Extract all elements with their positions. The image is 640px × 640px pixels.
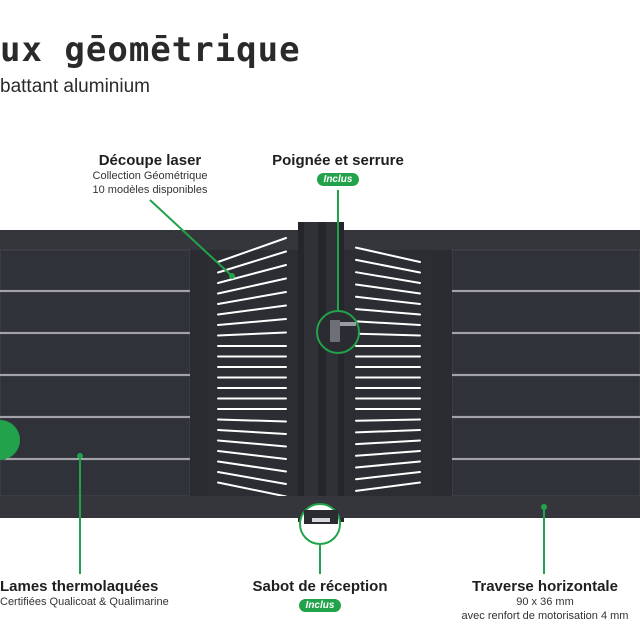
callout-stop: Sabot de réception Inclus: [230, 578, 410, 613]
stile-left: [190, 250, 208, 496]
callout-rail-title: Traverse horizontale: [472, 578, 618, 595]
laser-leader: [149, 199, 233, 277]
page-subtitle: battant aluminium: [0, 76, 150, 97]
laser-cut-pattern: [217, 237, 421, 498]
callout-stop-badge: Inclus: [298, 599, 342, 612]
callout-rail-line1: 90 x 36 mm: [516, 596, 574, 608]
callout-handle: Poignée et serrure Inclus: [248, 152, 428, 187]
callout-slats-line1: Certifiées Qualicoat & Qualimarine: [0, 596, 169, 608]
stile-right: [432, 250, 452, 496]
callout-laser-line2: 10 modèles disponibles: [92, 184, 208, 196]
green-marker: [0, 420, 20, 460]
callout-stop-title: Sabot de réception: [252, 578, 388, 595]
handle-icon: [330, 320, 340, 342]
callout-laser-title: Découpe laser: [98, 152, 202, 169]
callout-handle-title: Poignée et serrure: [272, 152, 404, 169]
callout-laser: Découpe laser Collection Géométrique 10 …: [60, 152, 240, 197]
callout-handle-badge: Inclus: [316, 173, 360, 186]
callout-slats-title: Lames thermolaquées: [0, 578, 159, 595]
laser-panel-right: [344, 250, 432, 496]
callout-rail: Traverse horizontale 90 x 36 mm avec ren…: [450, 578, 640, 623]
callout-laser-line1: Collection Géométrique: [92, 170, 208, 182]
callout-slats: Lames thermolaquées Certifiées Qualicoat…: [0, 578, 190, 609]
callout-rail-line2: avec renfort de motorisation 4 mm: [461, 610, 629, 622]
right-slats: [451, 249, 640, 497]
page-title: ux gēomētrique: [0, 30, 301, 70]
left-slats: [0, 249, 191, 497]
